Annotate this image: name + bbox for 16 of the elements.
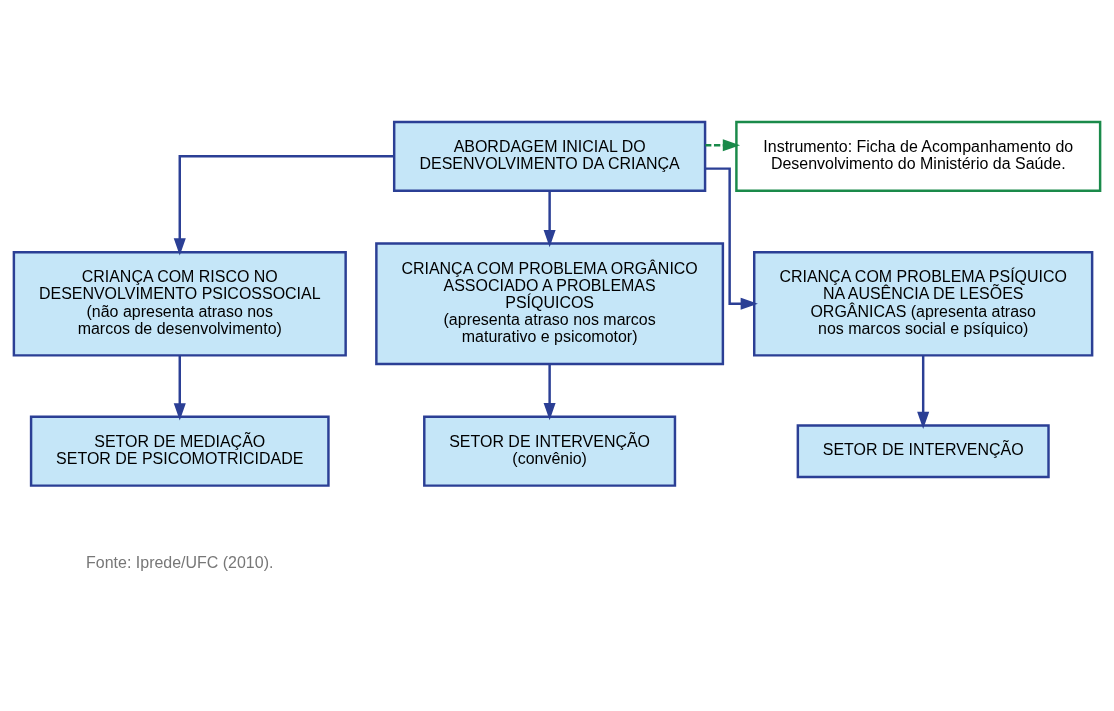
arrow [543,190,556,247]
node-box: CRIANÇA COM PROBLEMA ORGÂNICO ASSOCIADO A PROBLEMAS PSÍQUICOS (apresenta atraso nos marcos maturativo e psicomotor) [375,241,725,365]
label: Fonte: Iprede/UFC (2010). [86,553,274,571]
node-box: CRIANÇA COM PROBLEMA PSÍQUICO NA AUSÊNCIA DE LESÕES ORGÂNICAS (apresenta atraso nos marcos social e psíquico) [753,250,1094,357]
node-box: SETOR DE MEDIAÇÃO SETOR DE PSICOMOTRICIDADE [29,415,330,487]
node-box: ABORDAGEM INICIAL DO DESENVOLVIMENTO DA CRIANÇA [392,120,707,192]
arrow [173,154,394,255]
arrow [173,355,186,420]
node-box: CRIANÇA COM RISCO NO DESENVOLVIMENTO PSICOSSOCIAL (não apresenta atraso nos marcos de desenvolvimento) [12,250,347,357]
node-box: Instrumento: Ficha de Acompanhamento do Desenvolvimento do Ministério da Saúde. [735,120,1102,192]
arrow [543,363,556,420]
arrow [705,166,758,310]
node-box: SETOR DE INTERVENÇÃO (convênio) [423,415,677,487]
arrow [705,138,741,151]
node-box: SETOR DE INTERVENÇÃO [796,423,1050,478]
arrow [917,355,930,429]
